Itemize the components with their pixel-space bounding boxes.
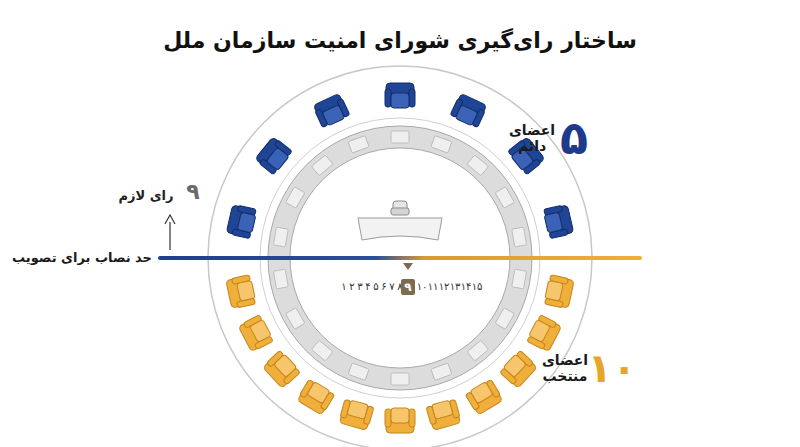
- member-chair: [385, 83, 415, 108]
- desk-segment: [512, 227, 527, 247]
- scale-number: ۱۱: [428, 281, 439, 293]
- scale-number: ۲: [349, 281, 354, 293]
- desk-segment: [273, 227, 288, 247]
- desk-segment: [348, 363, 369, 380]
- desk-segment: [286, 187, 305, 209]
- marker-pointer: [403, 263, 413, 270]
- scale-number: ۱۳: [450, 281, 461, 293]
- scale-number: ۱۴: [461, 281, 472, 293]
- member-chair: [385, 408, 415, 433]
- member-chair: [426, 398, 462, 430]
- caption-text: اعضای منتخب: [537, 352, 593, 384]
- member-chair: [297, 379, 336, 416]
- desk-segment: [495, 187, 514, 209]
- threshold-marker: ۹: [401, 279, 414, 295]
- desk-segment: [431, 363, 452, 380]
- count-number: ۱۰: [588, 345, 637, 391]
- member-chair: [262, 350, 301, 389]
- member-chair: [312, 93, 350, 128]
- scale-number: ۶: [381, 281, 386, 293]
- diagram-title: ساختار رای‌گیری شورای امنیت سازمان ملل: [0, 28, 800, 53]
- desk-segment: [348, 136, 369, 153]
- desk-segment: [311, 155, 333, 176]
- desk-segment: [512, 269, 527, 289]
- president-chair: [391, 201, 409, 215]
- desk-segment: [391, 373, 409, 385]
- caption-text: حد نصاب برای تصویب: [12, 251, 152, 266]
- desk-segment: [286, 308, 305, 330]
- scale-number: ۱۲: [439, 281, 450, 293]
- desk-segment: [467, 340, 489, 361]
- scale-number: ۳: [357, 281, 362, 293]
- caption-text: اعضای دائم: [506, 122, 558, 154]
- scale-number: ۵: [373, 281, 378, 293]
- desk-segment: [273, 269, 288, 289]
- president-desk: [358, 218, 442, 240]
- desk-segment: [431, 136, 452, 153]
- member-chair: [226, 204, 257, 239]
- desk-segment: [495, 308, 514, 330]
- desk-segment: [311, 340, 333, 361]
- scale-number: ۷: [389, 281, 394, 293]
- scale-number: ۱۰: [417, 281, 428, 293]
- desk-segment: [467, 155, 489, 176]
- member-chair: [338, 398, 374, 430]
- scale-number: ۴: [365, 281, 370, 293]
- member-chair: [255, 136, 293, 175]
- member-chair: [465, 379, 504, 416]
- member-chair: [238, 314, 274, 352]
- marker-number: ۹: [404, 281, 411, 293]
- up-arrow-head: [165, 215, 175, 224]
- member-chair: [526, 314, 562, 352]
- member-chair: [499, 350, 538, 389]
- member-chair: [226, 275, 257, 310]
- quorum-line: [160, 256, 640, 260]
- up-arrow: [169, 222, 170, 250]
- count-number: ۵: [560, 112, 588, 165]
- member-chair: [543, 204, 574, 239]
- caption-text: رای لازم: [118, 189, 173, 204]
- caption-text: ۹: [186, 179, 199, 204]
- scale-number: ۱۵: [472, 281, 483, 293]
- scale-number: ۱: [341, 281, 346, 293]
- member-chair: [544, 275, 575, 310]
- member-chair: [450, 93, 488, 128]
- desk-segment: [391, 131, 409, 143]
